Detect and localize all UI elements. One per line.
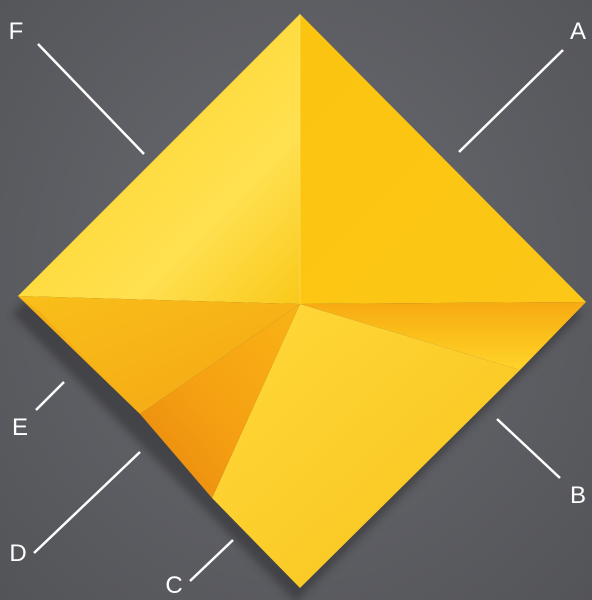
label-b: B xyxy=(566,484,590,508)
leader-line-d xyxy=(34,452,140,553)
leader-line-e xyxy=(36,382,64,410)
facet-upper-left xyxy=(18,14,300,304)
leader-line-b xyxy=(497,419,560,478)
leader-line-c xyxy=(190,540,233,581)
label-f: F xyxy=(4,20,28,44)
label-d: D xyxy=(6,542,30,566)
leader-line-a xyxy=(459,50,563,152)
label-a: A xyxy=(566,20,590,44)
leader-line-f xyxy=(38,44,144,154)
label-c: C xyxy=(162,574,186,598)
label-e: E xyxy=(8,416,32,440)
gold-diamond xyxy=(18,14,586,588)
facet-upper-right xyxy=(300,14,586,304)
